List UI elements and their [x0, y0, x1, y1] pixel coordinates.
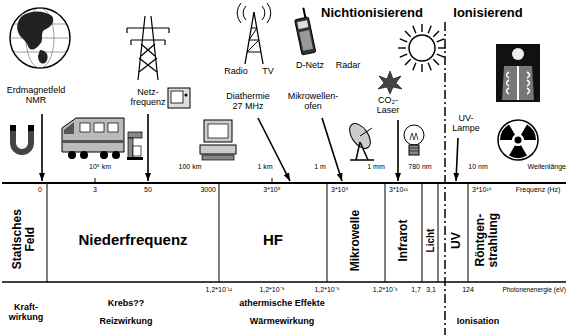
coffee-machine-icon	[127, 132, 143, 160]
spectrum-band: Röntgen- strahlung	[469, 199, 504, 281]
spectrum-band: UV	[447, 199, 467, 281]
band-label: Röntgen- strahlung	[473, 201, 499, 279]
band-label: UV	[450, 201, 463, 279]
diagram-label: 50	[144, 186, 152, 194]
diagram-label: CO₂- Laser	[368, 96, 408, 116]
mobile-phone-icon	[293, 7, 316, 55]
sun-ray	[438, 47, 446, 48]
trefoil-blade	[509, 145, 527, 158]
spectrum-band: Statisches Feld	[3, 196, 46, 281]
diagram-label: 1,2*10⁻⁶	[314, 286, 339, 294]
diagram-label: 3*10⁵	[263, 186, 280, 194]
sun-ray	[398, 47, 406, 48]
sun-ray	[413, 63, 416, 70]
appliance-icon	[168, 88, 190, 108]
sun-ray	[400, 39, 407, 42]
radiation-icon	[498, 120, 538, 160]
diagram-label: Ionisierend	[453, 6, 522, 20]
diagram-label: 1,2*10⁻⁹	[259, 286, 284, 294]
diagram-label: 1,2*10⁻¹¹	[206, 286, 233, 294]
sun-ray	[428, 63, 431, 70]
diagram-label: Diathermie 27 MHz	[220, 92, 276, 112]
diagram-label: Reizwirkung	[99, 317, 152, 327]
diagram-label: 1,7	[411, 286, 421, 294]
diagram-label: Radio	[224, 67, 248, 77]
diagram-label: 3*10¹⁶	[472, 186, 492, 194]
globe-icon	[10, 8, 70, 68]
diagram-label: UV- Lampe	[446, 114, 486, 134]
sun-ray	[433, 31, 439, 37]
dish-icon	[345, 120, 374, 160]
diagram-label: 3,1	[426, 286, 436, 294]
spectrum-bar	[2, 178, 566, 282]
diagram-label: TV	[262, 67, 274, 77]
trefoil-blade	[521, 124, 536, 140]
ionisation-boundary	[444, 22, 446, 335]
sun-ray	[428, 26, 431, 33]
radio-tower-icon	[237, 3, 271, 64]
xray-icon	[496, 44, 540, 102]
diagram-label: Netz- frequenz	[126, 88, 170, 108]
diagram-label: D-Netz	[296, 61, 324, 71]
diagram-label: 0	[38, 186, 42, 194]
sun-ray	[400, 54, 407, 57]
diagram-label: 1 mm	[367, 163, 385, 171]
magnet-icon	[13, 125, 31, 152]
sun-ray	[421, 24, 422, 32]
diagram-label: Erdmagnetfeld NMR	[3, 86, 69, 106]
diagram-label: Photonenenergie (eV)	[502, 286, 566, 293]
diagram-label: Mikrowellen- ofen	[282, 92, 344, 112]
diagram-label: Radar	[336, 61, 361, 71]
sun-ray	[437, 39, 444, 42]
sun-ray	[437, 54, 444, 57]
lamp-icon	[404, 125, 424, 155]
diagram-label: Wellenlänge	[528, 163, 566, 171]
diagram-label: 124	[462, 286, 474, 294]
diagram-label: 3000	[200, 186, 216, 194]
sun-icon	[398, 24, 446, 72]
diagram-label: 10⁵ km	[89, 163, 111, 171]
diagram-label: 10 nm	[468, 163, 487, 171]
computer-icon	[200, 120, 236, 160]
band-label: Statisches Feld	[11, 198, 37, 279]
diagram-label: Wärmewirkung	[250, 317, 315, 327]
trefoil-blade	[500, 124, 515, 140]
diagram-label: 3*10¹¹	[389, 186, 408, 194]
sun-ray	[421, 64, 422, 72]
spectrum-band: Infrarot	[386, 199, 421, 281]
diagram-label: 100 km	[179, 163, 202, 171]
sun-ray	[405, 31, 411, 37]
diagram-label: 1,2*10⁻³	[373, 286, 398, 294]
spectrum-band: Mikrowelle	[328, 199, 384, 281]
diagram-label: 1 m	[314, 163, 326, 171]
diagram-label: 3*10⁸	[331, 186, 348, 194]
band-label: Mikrowelle	[349, 201, 362, 279]
diagram-label: Nichtionisierend	[321, 6, 423, 20]
pylon-icon	[127, 16, 169, 80]
spectrum-band: HF	[220, 199, 326, 281]
spectrum-band: Niederfrequenz	[48, 199, 218, 281]
sun-ray	[433, 59, 439, 65]
pointer-arrows	[42, 114, 458, 181]
laser-burst-icon	[378, 71, 402, 94]
diagram-label: Frequenz (Hz)	[513, 186, 563, 194]
diagram-label: 780 nm	[408, 163, 431, 171]
diagram-label: Krebs??	[108, 299, 145, 309]
band-label: Infrarot	[397, 201, 410, 279]
band-label: Niederfrequenz	[50, 232, 216, 249]
band-label: Licht	[425, 201, 436, 279]
sun-ray	[405, 59, 411, 65]
diagram-label: Ionisation	[457, 317, 500, 327]
diagram-label: 1 km	[257, 163, 272, 171]
spectrum-band: Licht	[423, 199, 437, 281]
diagram-label: Kraft- wirkung	[4, 303, 48, 323]
diagram-label: 3	[93, 186, 97, 194]
train-icon	[62, 118, 124, 159]
sun-ray	[413, 26, 416, 33]
diagram-label: athermische Effekte	[239, 299, 325, 309]
band-label: HF	[222, 232, 324, 249]
